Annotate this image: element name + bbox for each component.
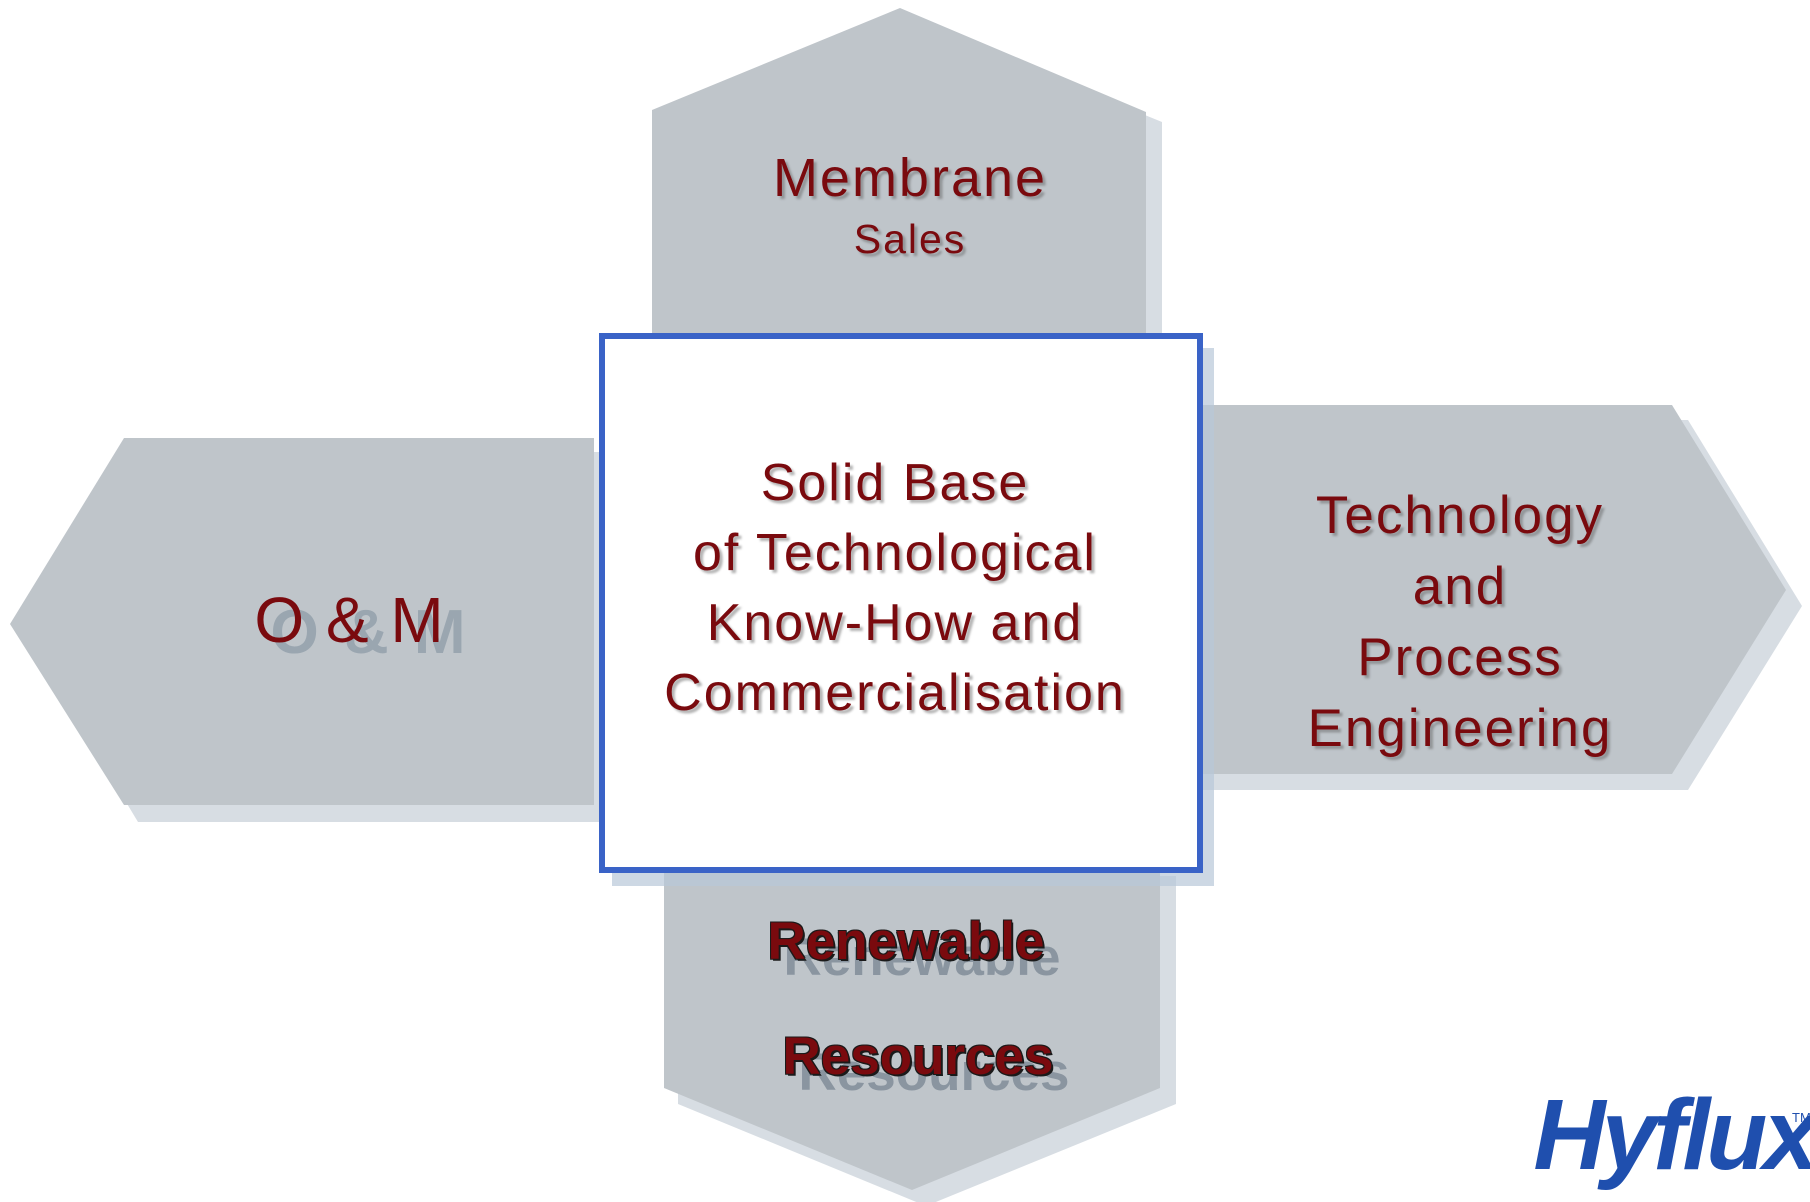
bottom-hexagon: [664, 860, 1160, 1190]
bottom-line-2-echo: Resources: [798, 1043, 1070, 1102]
top-hexagon-subtitle: Sales: [853, 216, 967, 262]
center-line-4: Commercialisation: [664, 664, 1126, 722]
center-line-1: Solid Base: [760, 454, 1030, 512]
right-line-2: and: [1412, 557, 1508, 616]
bottom-line-1-echo: Renewable: [783, 928, 1061, 987]
bottom-line-1: Renewable: [767, 912, 1045, 971]
left-hexagon-label: O & M: [254, 584, 446, 656]
bottom-line-2: Resources: [782, 1027, 1054, 1086]
top-hexagon: [652, 8, 1146, 345]
center-line-3: Know-How and: [706, 594, 1084, 652]
right-hexagon: [1182, 405, 1786, 774]
right-line-4: Engineering: [1307, 699, 1613, 758]
left-hexagon: [10, 438, 594, 805]
left-hexagon-label-echo: O & M: [270, 598, 470, 667]
center-box-text: Solid Base of Technological Know-How and…: [610, 448, 1180, 728]
right-hexagon-text: Technology and Process Engineering: [1240, 480, 1680, 764]
center-line-2: of Technological: [693, 524, 1097, 582]
right-line-1: Technology: [1315, 486, 1605, 545]
logo-trademark: TM: [1792, 1110, 1810, 1125]
top-hexagon-title: Membrane: [772, 148, 1048, 208]
right-line-3: Process: [1357, 628, 1563, 687]
center-box: [599, 333, 1203, 873]
hyflux-logo: Hyflux: [1533, 1079, 1810, 1191]
